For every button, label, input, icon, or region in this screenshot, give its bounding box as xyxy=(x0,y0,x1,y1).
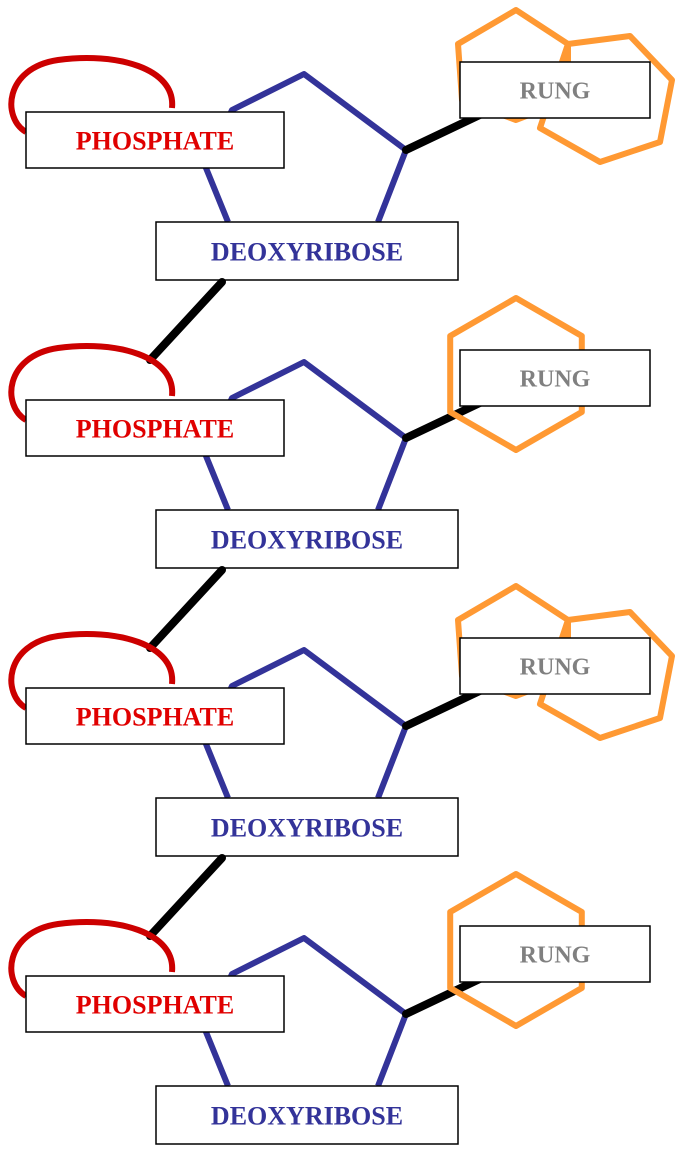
base-ring xyxy=(447,295,585,453)
two-ring-icon xyxy=(455,583,675,741)
deoxyribose-label: DEOXYRIBOSE xyxy=(155,797,459,857)
deoxyribose-label: DEOXYRIBOSE xyxy=(155,509,459,569)
backbone-bond xyxy=(146,278,226,364)
sugar-ring-icon xyxy=(203,71,409,224)
rung-label-text: RUNG xyxy=(520,79,591,105)
deoxyribose-label-box xyxy=(155,221,459,281)
nucleotide-unit: PHOSPHATE DEOXYRIBOSE RUNG xyxy=(8,854,651,1145)
phosphate-label-text: PHOSPHATE xyxy=(76,702,234,731)
phosphate-label-box xyxy=(25,687,285,745)
rung-label: RUNG xyxy=(459,637,651,695)
rung-label-box xyxy=(459,637,651,695)
phosphate-loop-icon xyxy=(8,631,176,711)
deoxyribose-label-box xyxy=(155,509,459,569)
phosphate-label-text: PHOSPHATE xyxy=(76,126,234,155)
nucleotide-unit: PHOSPHATE DEOXYRIBOSE RUNG xyxy=(8,566,675,857)
phosphate-label-text: PHOSPHATE xyxy=(76,414,234,443)
deoxyribose-label-box xyxy=(155,797,459,857)
phosphate-label: PHOSPHATE xyxy=(25,687,285,745)
nucleotide-unit: PHOSPHATE DEOXYRIBOSE RUNG xyxy=(8,278,651,569)
rung-label-text: RUNG xyxy=(520,655,591,681)
rung-label-text: RUNG xyxy=(520,943,591,969)
nucleotide-units: PHOSPHATE DEOXYRIBOSE RUNG PHOSPHATE DEOXYRI… xyxy=(8,7,675,1145)
nucleotide-unit: PHOSPHATE DEOXYRIBOSE RUNG xyxy=(8,7,675,281)
phosphate-loop-icon xyxy=(8,343,176,423)
deoxyribose-label: DEOXYRIBOSE xyxy=(155,221,459,281)
rung-label: RUNG xyxy=(459,61,651,119)
deoxyribose-label-text: DEOXYRIBOSE xyxy=(211,237,403,266)
rung-label-box xyxy=(459,349,651,407)
deoxyribose-label: DEOXYRIBOSE xyxy=(155,1085,459,1145)
deoxyribose-label-text: DEOXYRIBOSE xyxy=(211,1101,403,1130)
rung-label-box xyxy=(459,61,651,119)
sugar-ring-icon xyxy=(203,359,409,512)
rung-label-box xyxy=(459,925,651,983)
backbone-bond xyxy=(146,854,226,940)
phosphate-loop-icon xyxy=(8,919,176,999)
one-ring-icon xyxy=(447,295,585,453)
phosphate-label-box xyxy=(25,111,285,169)
deoxyribose-label-text: DEOXYRIBOSE xyxy=(211,525,403,554)
rung-label-text: RUNG xyxy=(520,367,591,393)
base-ring-right xyxy=(537,33,675,165)
sugar-ring-icon xyxy=(203,647,409,800)
base-ring xyxy=(447,871,585,1029)
phosphate-label: PHOSPHATE xyxy=(25,975,285,1033)
one-ring-icon xyxy=(447,871,585,1029)
phosphate-loop-icon xyxy=(8,55,176,135)
rung-label: RUNG xyxy=(459,349,651,407)
phosphate-label: PHOSPHATE xyxy=(25,399,285,457)
phosphate-label: PHOSPHATE xyxy=(25,111,285,169)
phosphate-label-text: PHOSPHATE xyxy=(76,990,234,1019)
deoxyribose-label-text: DEOXYRIBOSE xyxy=(211,813,403,842)
phosphate-label-box xyxy=(25,399,285,457)
sugar-ring-icon xyxy=(203,935,409,1088)
two-ring-icon xyxy=(455,7,675,165)
deoxyribose-label-box xyxy=(155,1085,459,1145)
rung-label: RUNG xyxy=(459,925,651,983)
base-ring-right xyxy=(537,609,675,741)
backbone-bond xyxy=(146,566,226,652)
phosphate-label-box xyxy=(25,975,285,1033)
